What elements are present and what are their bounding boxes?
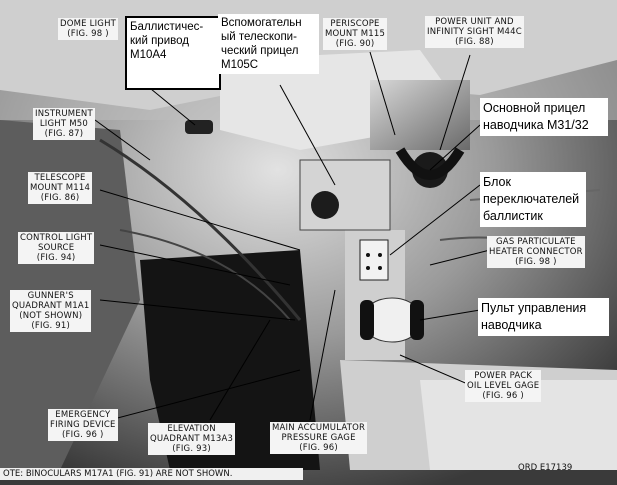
label-line: (FIG. 98 ) (515, 257, 557, 267)
label-line: INSTRUMENT (35, 109, 93, 119)
label-line: (FIG. 90) (335, 39, 375, 49)
ru-line: переключателей (483, 192, 580, 206)
label-periscope-mount: PERISCOPE MOUNT M115 (FIG. 90) (323, 18, 388, 50)
label-line: MOUNT M115 (325, 29, 386, 39)
label-control-light-source: CONTROL LIGHT SOURCE (FIG. 94) (18, 232, 95, 264)
ru-aux-telescope: Вспомогательн ый телескопи- ческий прице… (218, 14, 319, 74)
label-line: QUADRANT M1A1 (12, 301, 90, 311)
ru-line: Вспомогательн (221, 17, 302, 29)
label-line: (FIG. 86) (40, 193, 80, 203)
label-gunners-quadrant: GUNNER'S QUADRANT M1A1 (NOT SHOWN) (FIG.… (10, 290, 92, 332)
ru-line: Основной прицел (483, 101, 586, 115)
label-line: (FIG. 96) (299, 443, 338, 453)
label-gas-particulate: GAS PARTICULATE HEATER CONNECTOR (FIG. 9… (487, 236, 585, 268)
label-line: (FIG. 96 ) (482, 391, 524, 401)
label-line: DOME LIGHT (60, 19, 117, 29)
label-line: GUNNER'S (27, 291, 74, 301)
label-line: POWER PACK (474, 371, 533, 381)
label-line: (FIG. 91) (31, 321, 71, 331)
label-line: (FIG. 93) (172, 444, 211, 454)
label-line: (FIG. 94) (36, 253, 76, 263)
ru-line: наводчика (481, 318, 542, 332)
label-line: LIGHT M50 (39, 119, 88, 129)
label-line: MOUNT M114 (30, 183, 91, 193)
ru-line: Пульт управления (481, 301, 587, 315)
label-line: EMERGENCY (55, 410, 111, 420)
label-line: OIL LEVEL GAGE (467, 381, 540, 391)
ru-line: ческий прицел (221, 45, 299, 57)
label-line: POWER UNIT AND (435, 17, 514, 27)
label-telescope-mount: TELESCOPE MOUNT M114 (FIG. 86) (28, 172, 93, 204)
ru-gunner-control: Пульт управления наводчика (478, 298, 609, 336)
label-elevation-quadrant: ELEVATION QUADRANT M13A3 (FIG. 93) (148, 423, 236, 455)
ru-main-sight: Основной прицел наводчика М31/32 (480, 98, 608, 136)
ru-line: баллистик (483, 209, 543, 223)
ru-line: Баллистичес- (130, 21, 204, 33)
ru-line: наводчика М31/32 (483, 118, 589, 132)
ru-ballistic-drive: Баллистичес- кий привод М10А4 (125, 16, 221, 90)
label-line: HEATER CONNECTOR (489, 247, 583, 257)
label-power-unit: POWER UNIT AND INFINITY SIGHT M44C (FIG.… (425, 16, 524, 48)
label-line: QUADRANT M13A3 (150, 434, 234, 444)
label-main-accumulator: MAIN ACCUMULATOR PRESSURE GAGE (FIG. 96) (270, 422, 368, 454)
label-line: (NOT SHOWN) (19, 311, 83, 321)
ord-number: ORD E17139 (518, 463, 573, 473)
label-dome-light: DOME LIGHT (FIG. 98 ) (58, 18, 119, 40)
ru-line: М10А4 (130, 49, 167, 61)
label-line: CONTROL LIGHT (20, 233, 93, 243)
label-instrument-light: INSTRUMENT LIGHT M50 (FIG. 87) (33, 108, 95, 140)
label-power-pack: POWER PACK OIL LEVEL GAGE (FIG. 96 ) (465, 370, 542, 402)
note-binoculars: OTE: BINOCULARS M17A1 (FIG. 91) ARE NOT … (0, 468, 303, 480)
ru-line: Блок (483, 175, 511, 189)
label-line: SOURCE (37, 243, 75, 253)
ru-line: ый телескопи- (221, 31, 297, 43)
label-line: (FIG. 96 ) (62, 430, 104, 440)
label-line: (FIG. 98 ) (67, 29, 109, 39)
label-line: (FIG. 88) (455, 37, 494, 47)
ru-ballistic-switch: Блок переключателей баллистик (480, 172, 586, 227)
label-line: GAS PARTICULATE (496, 237, 576, 247)
label-line: MAIN ACCUMULATOR (272, 423, 366, 433)
label-line: ELEVATION (167, 424, 216, 434)
label-line: FIRING DEVICE (50, 420, 116, 430)
label-line: TELESCOPE (34, 173, 86, 183)
label-line: INFINITY SIGHT M44C (427, 27, 522, 37)
ru-line: кий привод (130, 35, 189, 47)
ru-line: М105С (221, 59, 259, 71)
label-emergency-firing: EMERGENCY FIRING DEVICE (FIG. 96 ) (48, 409, 118, 441)
label-line: (FIG. 87) (44, 129, 84, 139)
label-line: PERISCOPE (330, 19, 380, 29)
label-line: PRESSURE GAGE (281, 433, 356, 443)
